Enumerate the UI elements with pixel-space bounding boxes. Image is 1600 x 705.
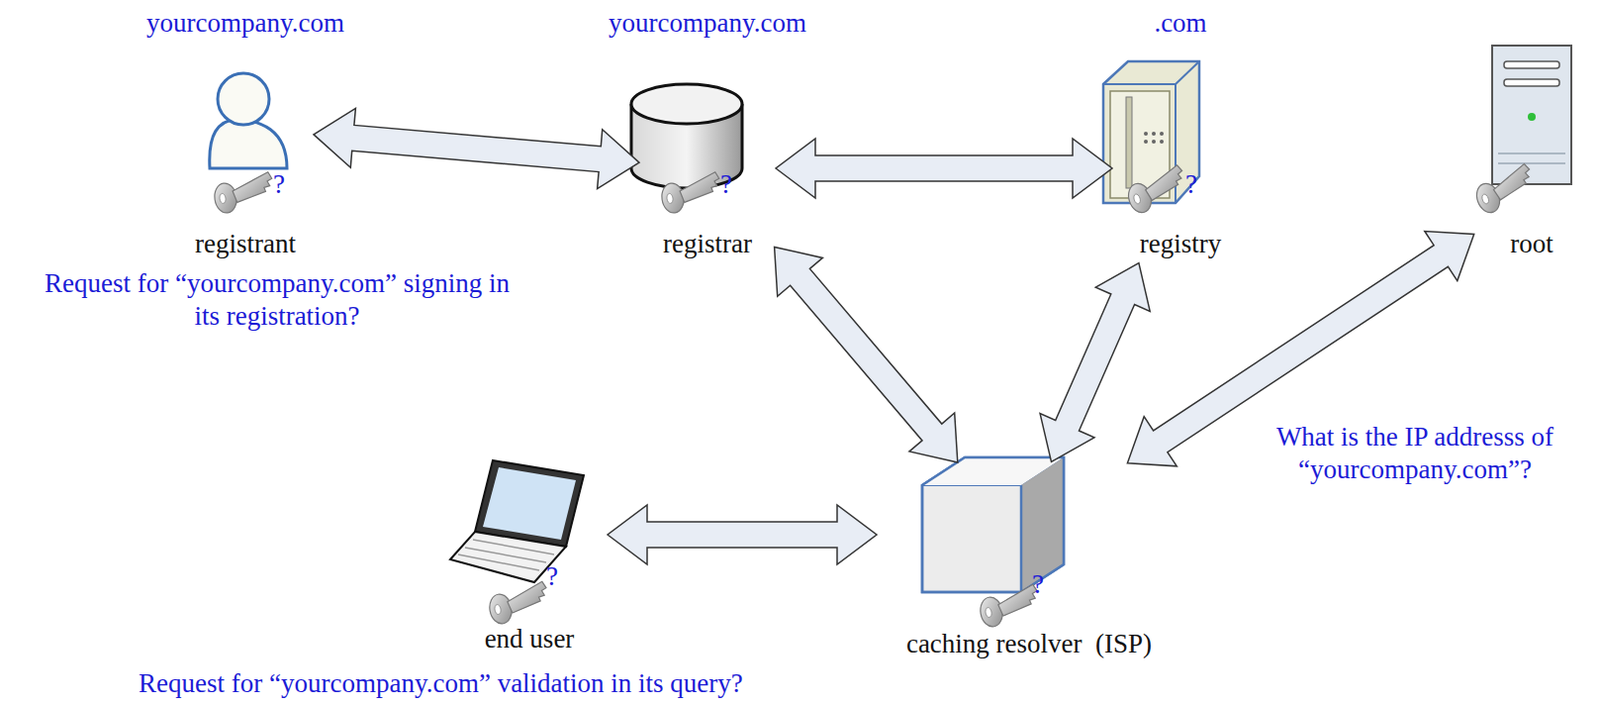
annotation: Request for “yourcompany.com” signing in… xyxy=(39,267,515,333)
block-arrow xyxy=(607,504,877,565)
laptop-icon xyxy=(450,460,584,626)
network-node: root xyxy=(1477,39,1587,260)
database-icon xyxy=(631,84,743,214)
question-mark: ? xyxy=(546,560,559,593)
network-node: .comregistry xyxy=(1116,74,1245,260)
network-node: end user xyxy=(455,440,604,655)
server-cabinet-icon xyxy=(1103,61,1200,216)
network-node: yourcompany.comregistrant xyxy=(181,74,310,260)
network-node: caching resolver (ISP) xyxy=(880,465,1178,659)
server-tower-icon xyxy=(1471,45,1572,216)
node-label: end user xyxy=(484,622,575,655)
node-label: registrar xyxy=(662,227,753,260)
network-node: yourcompany.comregistrar xyxy=(643,74,772,260)
annotation: What is the IP addresss of “yourcompany.… xyxy=(1236,420,1594,486)
question-mark: ? xyxy=(273,168,285,201)
question-mark: ? xyxy=(720,168,733,201)
domain-heading: yourcompany.com xyxy=(146,6,345,39)
question-mark: ? xyxy=(1185,168,1198,201)
node-label: registry xyxy=(1139,227,1222,260)
domain-heading: .com xyxy=(1153,6,1207,39)
node-label: caching resolver (ISP) xyxy=(906,627,1152,659)
block-arrow xyxy=(775,138,1113,198)
node-label: registrant xyxy=(194,227,296,260)
domain-heading: yourcompany.com xyxy=(608,6,807,39)
node-label: root xyxy=(1509,227,1554,260)
block-arrow xyxy=(1039,263,1150,463)
block-arrow xyxy=(313,107,640,189)
annotation: Request for “yourcompany.com” validation… xyxy=(138,666,744,700)
question-mark: ? xyxy=(1032,567,1044,601)
block-arrow xyxy=(774,246,958,463)
person-icon xyxy=(209,73,287,214)
resolver-box-icon xyxy=(922,457,1064,629)
